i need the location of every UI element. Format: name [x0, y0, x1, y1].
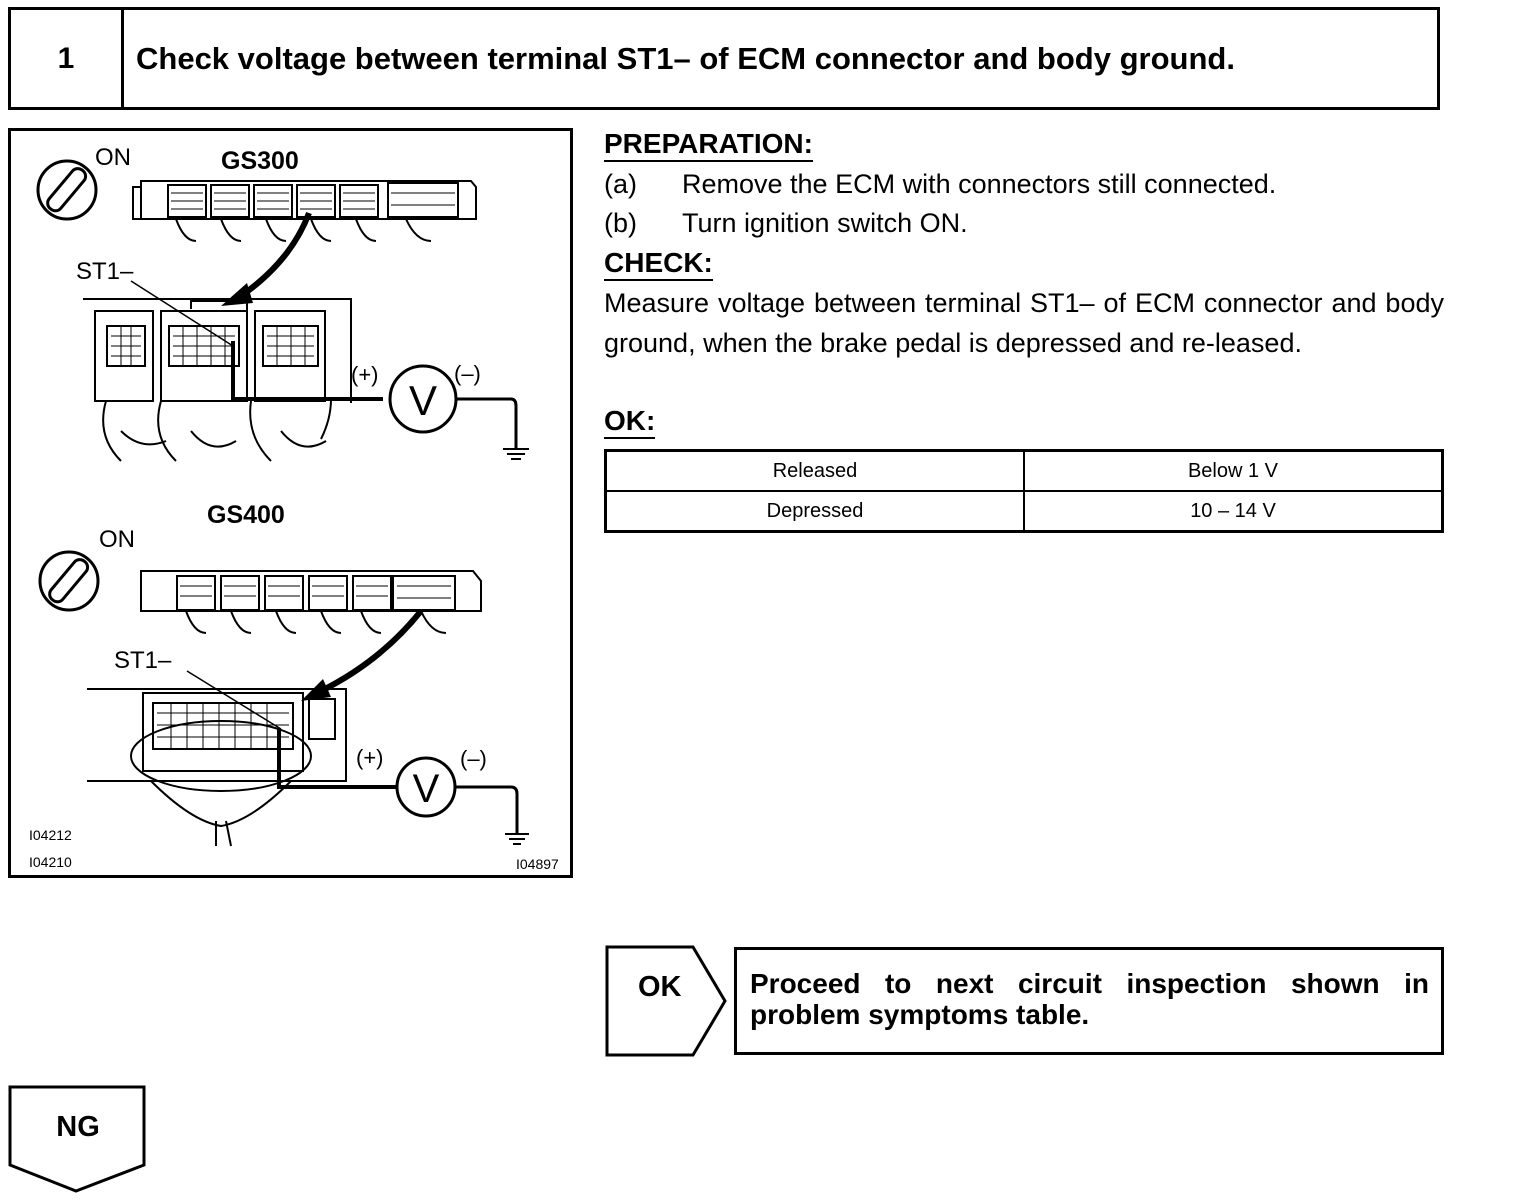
ecm-unit-gs400 [140, 570, 482, 634]
terminal-st1-label-2: ST1– [114, 647, 172, 674]
step-title: Check voltage between terminal ST1– of E… [136, 40, 1235, 76]
condition-cell: Released [604, 449, 1025, 492]
plus-label-2: (+) [356, 745, 384, 770]
ground-icon-2 [505, 833, 529, 845]
figure-code-2: I04210 [29, 854, 72, 870]
arrow-head-icon [221, 283, 253, 306]
enlarged-connectors-gs300 [83, 298, 352, 462]
ok-result-label: OK [638, 971, 682, 1003]
preparation-item: (a) Remove the ECM with connectors still… [604, 165, 1444, 204]
ng-result-label: NG [56, 1111, 100, 1143]
voltmeter-icon-2: V [395, 756, 457, 818]
ignition-switch-icon-2 [38, 550, 100, 612]
preparation-item-text: Turn ignition switch ON. [682, 208, 968, 238]
ground-wire [456, 397, 518, 449]
minus-label: (–) [454, 361, 481, 386]
figure-code-3: I04897 [516, 856, 559, 872]
arrow-icon [239, 211, 312, 299]
connector-pins-gs300 [111, 326, 314, 366]
ecm-terminal-grid-2 [180, 585, 451, 599]
value-cell: 10 – 14 V [1023, 490, 1444, 533]
probe-wire-2 [277, 729, 396, 789]
ignition-on-label-2: ON [99, 526, 135, 553]
ng-result-tag: NG [8, 1085, 148, 1195]
preparation-item-letter: (a) [604, 169, 637, 199]
figure-code-1: I04212 [29, 827, 72, 843]
ground-icon [503, 448, 529, 460]
enlarged-connector-gs400 [87, 688, 347, 847]
ignition-on-label: ON [95, 144, 131, 171]
connector-pins-gs400 [157, 703, 289, 749]
table-row: Released Below 1 V [604, 449, 1444, 492]
voltmeter-symbol: V [409, 377, 437, 424]
step-header: 1 Check voltage between terminal ST1– of… [8, 7, 1440, 110]
step-number: 1 [11, 10, 124, 107]
condition-cell: Depressed [604, 490, 1025, 533]
terminal-st1-label: ST1– [76, 258, 134, 285]
ok-spec-table: Released Below 1 V Depressed 10 – 14 V [604, 449, 1444, 533]
ng-tag-shape [8, 1085, 146, 1193]
gs400-label: GS400 [207, 501, 285, 529]
arrow-icon-2 [319, 609, 424, 694]
table-row: Depressed 10 – 14 V [604, 490, 1444, 533]
preparation-heading: PREPARATION: [604, 128, 813, 162]
ok-tag-shape [605, 945, 727, 1057]
preparation-item-letter: (b) [604, 208, 637, 238]
leader-line-2 [186, 670, 282, 730]
check-instruction: Measure voltage between terminal ST1– of… [604, 288, 1444, 358]
voltmeter-symbol-2: V [413, 767, 440, 811]
preparation-item-text: Remove the ECM with connectors still con… [682, 169, 1277, 199]
preparation-item: (b) Turn ignition switch ON. [604, 204, 1444, 243]
ok-heading: OK: [604, 405, 656, 439]
voltmeter-icon: V [388, 364, 458, 434]
probe-wire [231, 341, 383, 401]
ground-wire-2 [455, 785, 519, 834]
leader-line [130, 280, 234, 347]
ecm-terminal-grid [171, 192, 455, 210]
check-heading: CHECK: [604, 247, 713, 281]
ignition-switch-icon [36, 159, 98, 221]
wiring-illustration: ON GS300 ST1– [8, 128, 573, 878]
ok-result-action: Proceed to next circuit inspection shown… [734, 947, 1444, 1055]
ecm-unit-gs300 [132, 180, 477, 242]
plus-label: (+) [351, 362, 379, 387]
ecm-connector-diagram: ON GS300 ST1– [29, 144, 559, 872]
gs300-label: GS300 [221, 147, 299, 175]
minus-label-2: (–) [460, 746, 487, 771]
ok-result-tag: OK [605, 945, 729, 1057]
value-cell: Below 1 V [1023, 449, 1444, 492]
